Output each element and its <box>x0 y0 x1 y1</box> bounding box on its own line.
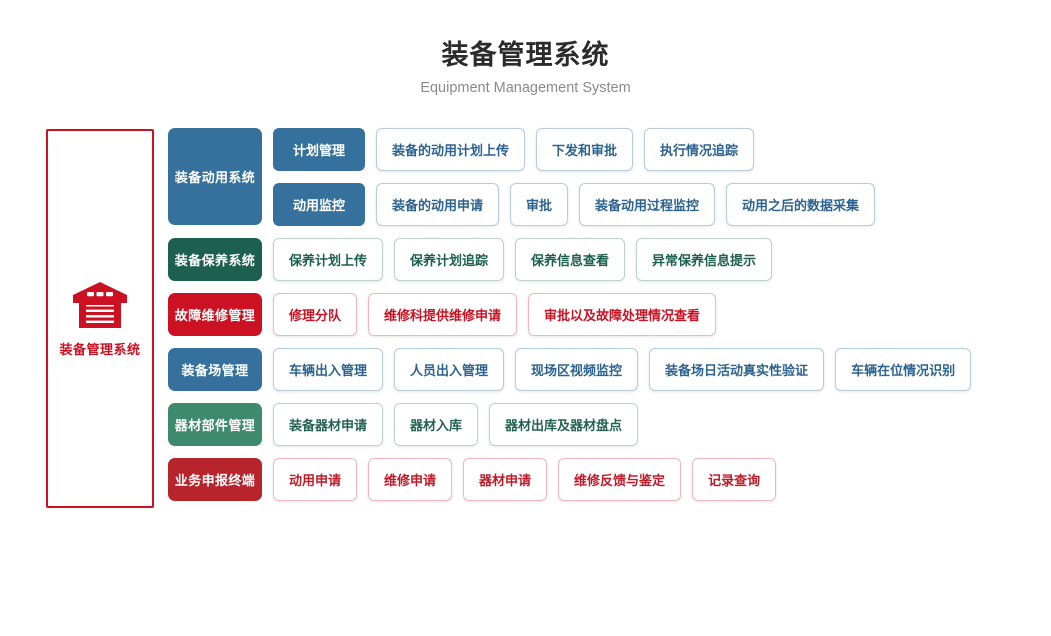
row-body: 计划管理装备的动用计划上传下发和审批执行情况追踪动用监控装备的动用申请审批装备动… <box>273 128 1038 226</box>
row-body: 修理分队维修科提供维修申请审批以及故障处理情况查看 <box>273 293 1038 336</box>
feature-card[interactable]: 保养计划追踪 <box>394 238 505 281</box>
row-body: 保养计划上传保养计划追踪保养信息查看异常保养信息提示 <box>273 238 1038 281</box>
diagram-subrow: 计划管理装备的动用计划上传下发和审批执行情况追踪 <box>273 128 1038 171</box>
feature-card[interactable]: 装备的动用计划上传 <box>376 128 526 171</box>
feature-card[interactable]: 维修科提供维修申请 <box>368 293 518 336</box>
diagram-row: 业务申报终端动用申请维修申请器材申请维修反馈与鉴定记录查询 <box>168 458 1038 501</box>
diagram-subrow: 保养计划上传保养计划追踪保养信息查看异常保养信息提示 <box>273 238 1038 281</box>
page-subtitle: Equipment Management System <box>420 80 631 96</box>
diagram-subrow: 动用申请维修申请器材申请维修反馈与鉴定记录查询 <box>273 458 1038 501</box>
feature-card[interactable]: 车辆出入管理 <box>273 348 384 391</box>
feature-card[interactable]: 动用之后的数据采集 <box>726 183 876 226</box>
row-body: 动用申请维修申请器材申请维修反馈与鉴定记录查询 <box>273 458 1038 501</box>
feature-card[interactable]: 器材入库 <box>394 403 479 446</box>
category-block[interactable]: 故障维修管理 <box>168 293 262 336</box>
feature-card[interactable]: 维修申请 <box>368 458 453 501</box>
feature-card[interactable]: 装备动用过程监控 <box>579 183 716 226</box>
feature-card[interactable]: 保养计划上传 <box>273 238 384 281</box>
diagram-subrow: 修理分队维修科提供维修申请审批以及故障处理情况查看 <box>273 293 1038 336</box>
diagram-subrow: 动用监控装备的动用申请审批装备动用过程监控动用之后的数据采集 <box>273 183 1038 226</box>
page-header: 装备管理系统 Equipment Management System <box>0 38 1051 98</box>
diagram-row: 器材部件管理装备器材申请器材入库器材出库及器材盘点 <box>168 403 1038 446</box>
category-block[interactable]: 业务申报终端 <box>168 458 262 501</box>
feature-card[interactable]: 审批以及故障处理情况查看 <box>528 293 717 336</box>
diagram-row: 装备动用系统计划管理装备的动用计划上传下发和审批执行情况追踪动用监控装备的动用申… <box>168 128 1038 226</box>
subcategory-block[interactable]: 动用监控 <box>273 183 365 226</box>
category-block[interactable]: 装备保养系统 <box>168 238 262 281</box>
feature-card[interactable]: 器材出库及器材盘点 <box>489 403 639 446</box>
diagram-row: 装备保养系统保养计划上传保养计划追踪保养信息查看异常保养信息提示 <box>168 238 1038 281</box>
warehouse-icon <box>71 280 129 330</box>
category-block[interactable]: 装备场管理 <box>168 348 262 391</box>
diagram-row: 装备场管理车辆出入管理人员出入管理现场区视频监控装备场日活动真实性验证车辆在位情… <box>168 348 1038 391</box>
feature-card[interactable]: 动用申请 <box>273 458 358 501</box>
row-body: 装备器材申请器材入库器材出库及器材盘点 <box>273 403 1038 446</box>
diagram-subrow: 装备器材申请器材入库器材出库及器材盘点 <box>273 403 1038 446</box>
feature-card[interactable]: 审批 <box>510 183 569 226</box>
feature-card[interactable]: 器材申请 <box>463 458 548 501</box>
feature-card[interactable]: 装备器材申请 <box>273 403 384 446</box>
feature-card[interactable]: 维修反馈与鉴定 <box>558 458 682 501</box>
feature-card[interactable]: 装备的动用申请 <box>376 183 500 226</box>
feature-card[interactable]: 保养信息查看 <box>515 238 626 281</box>
feature-card[interactable]: 记录查询 <box>692 458 777 501</box>
feature-card[interactable]: 装备场日活动真实性验证 <box>649 348 825 391</box>
feature-card[interactable]: 下发和审批 <box>536 128 634 171</box>
diagram-row: 故障维修管理修理分队维修科提供维修申请审批以及故障处理情况查看 <box>168 293 1038 336</box>
category-block[interactable]: 装备动用系统 <box>168 128 262 225</box>
feature-card[interactable]: 现场区视频监控 <box>515 348 639 391</box>
subcategory-block[interactable]: 计划管理 <box>273 128 365 171</box>
page-title: 装备管理系统 <box>441 40 610 70</box>
diagram-subrow: 车辆出入管理人员出入管理现场区视频监控装备场日活动真实性验证车辆在位情况识别 <box>273 348 1038 391</box>
feature-card[interactable]: 执行情况追踪 <box>644 128 755 171</box>
hero-label: 装备管理系统 <box>59 341 141 357</box>
feature-card[interactable]: 车辆在位情况识别 <box>835 348 972 391</box>
row-body: 车辆出入管理人员出入管理现场区视频监控装备场日活动真实性验证车辆在位情况识别 <box>273 348 1038 391</box>
feature-card[interactable]: 人员出入管理 <box>394 348 505 391</box>
feature-card[interactable]: 异常保养信息提示 <box>636 238 773 281</box>
architecture-diagram: 装备动用系统计划管理装备的动用计划上传下发和审批执行情况追踪动用监控装备的动用申… <box>168 128 1038 513</box>
feature-card[interactable]: 修理分队 <box>273 293 358 336</box>
category-block[interactable]: 器材部件管理 <box>168 403 262 446</box>
system-hero-panel: 装备管理系统 <box>46 129 154 508</box>
